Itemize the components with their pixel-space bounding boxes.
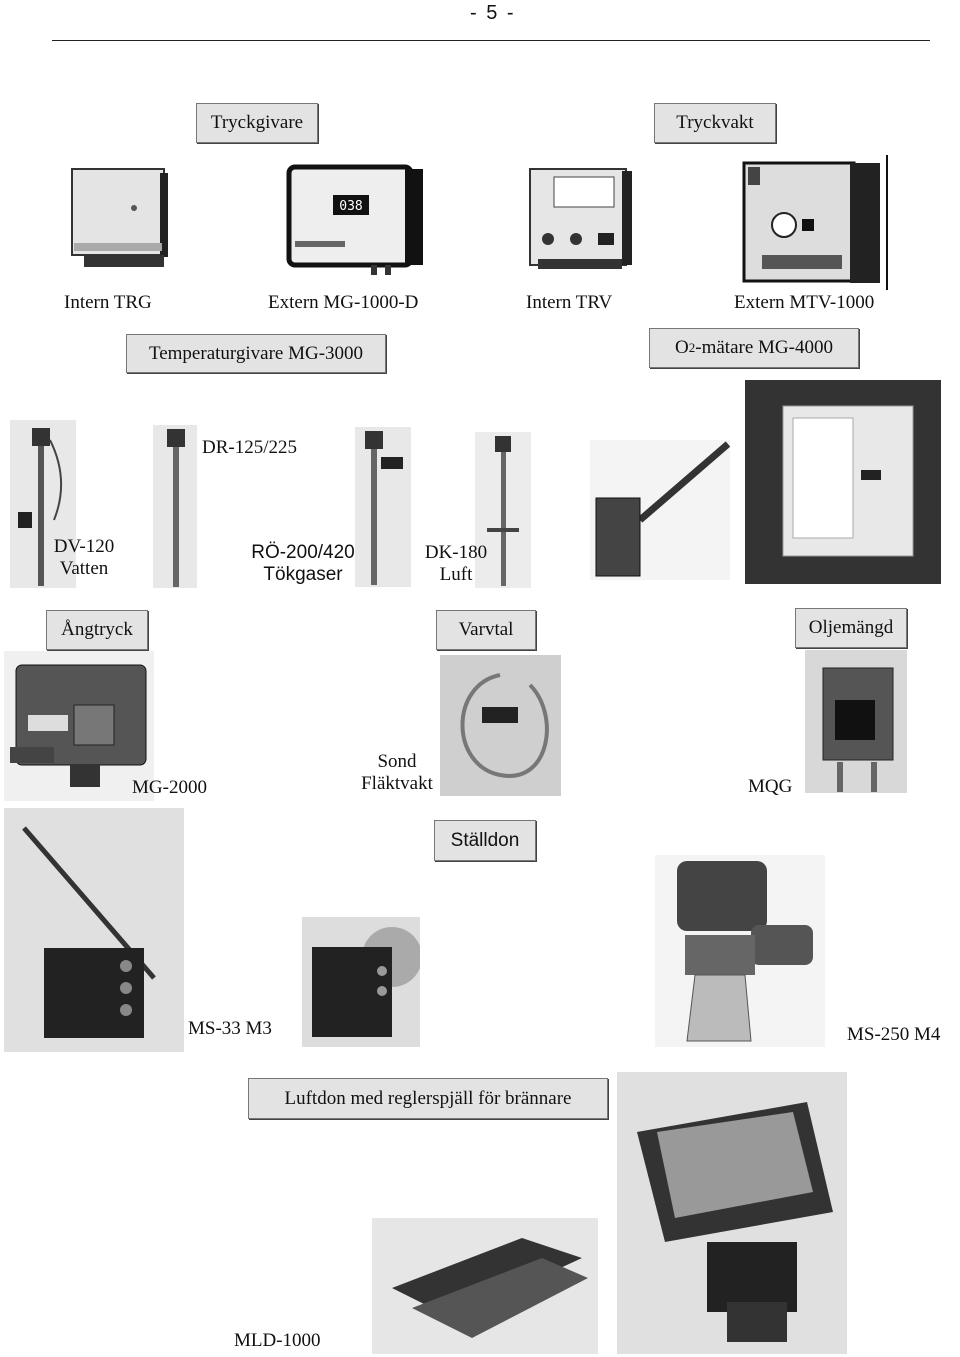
reglerspjall-plates-photo bbox=[372, 1218, 598, 1354]
heading-tryckgivare: Tryckgivare bbox=[196, 103, 318, 143]
ms-250-m4-photo bbox=[655, 855, 825, 1047]
sond-flaktvakt-photo bbox=[440, 655, 561, 796]
label-mld-1000: MLD-1000 bbox=[234, 1330, 321, 1351]
mg-1000-d-display: 038 bbox=[339, 199, 362, 214]
label-dv-120: DV-120 Vatten bbox=[42, 536, 126, 580]
o2-probe-photo bbox=[590, 440, 730, 580]
ro-200-probe-photo bbox=[153, 425, 197, 588]
heading-varvtal: Varvtal bbox=[436, 610, 536, 650]
mg-2000-photo bbox=[4, 651, 154, 801]
luftdon-photo bbox=[617, 1072, 847, 1354]
mg-4000-photo bbox=[745, 380, 941, 584]
extern-mtv-1000-photo bbox=[740, 155, 890, 290]
dv-120-probe-photo bbox=[10, 420, 76, 588]
label-dv-120-model: DV-120 bbox=[53, 536, 115, 557]
heading-tryckvakt: Tryckvakt bbox=[654, 103, 776, 143]
header-rule bbox=[52, 40, 930, 41]
label-dr-125-225: DR-125/225 bbox=[202, 437, 297, 458]
label-dv-120-medium: Vatten bbox=[59, 558, 109, 579]
ms-33-photo bbox=[4, 808, 184, 1052]
label-intern-trv: Intern TRV bbox=[526, 292, 613, 313]
label-extern-mtv-1000: Extern MTV-1000 bbox=[734, 292, 875, 313]
label-intern-trg: Intern TRG bbox=[64, 292, 152, 313]
heading-luftdon: Luftdon med reglerspjäll för brännare bbox=[248, 1078, 608, 1119]
label-flaktvakt: Fläktvakt bbox=[361, 773, 433, 794]
label-ro-200-420-medium: Tökgaser bbox=[263, 564, 343, 585]
label-extern-mg-1000-d: Extern MG-1000-D bbox=[268, 292, 419, 313]
intern-trg-photo bbox=[64, 163, 172, 275]
label-ms-33-m3: MS-33 M3 bbox=[188, 1018, 272, 1039]
label-sond-flaktvakt: Sond Fläktvakt bbox=[352, 751, 442, 795]
o2-suffix: -mätare MG-4000 bbox=[695, 337, 833, 358]
page-number: - 5 - bbox=[470, 2, 516, 24]
label-dk-180: DK-180 Luft bbox=[414, 542, 498, 586]
label-sond: Sond bbox=[377, 751, 417, 772]
dk-180-probe-photo bbox=[475, 432, 531, 588]
ro-420-probe-photo bbox=[355, 427, 411, 587]
label-dk-180-model: DK-180 bbox=[424, 542, 488, 563]
mqg-photo bbox=[805, 650, 907, 793]
ms-33-m3-photo bbox=[302, 917, 420, 1047]
o2-subscript: 2 bbox=[688, 340, 696, 355]
label-ro-200-420: RÖ-200/420 Tökgaser bbox=[238, 542, 368, 586]
heading-temperaturgivare: Temperaturgivare MG-3000 bbox=[126, 334, 386, 373]
label-ms-250-m4: MS-250 M4 bbox=[847, 1024, 941, 1045]
heading-stalldon: Ställdon bbox=[434, 820, 536, 861]
label-dk-180-medium: Luft bbox=[439, 564, 473, 585]
mg-1000-d-photo: 038 bbox=[285, 163, 427, 281]
heading-oljemangd: Oljemängd bbox=[795, 608, 907, 648]
o2-prefix: O bbox=[675, 337, 689, 358]
label-ro-200-420-model: RÖ-200/420 bbox=[251, 542, 355, 563]
heading-angtryck: Ångtryck bbox=[46, 610, 148, 650]
label-mg-2000: MG-2000 bbox=[132, 777, 207, 798]
label-mqg: MQG bbox=[748, 776, 793, 797]
intern-trv-photo bbox=[524, 163, 636, 281]
